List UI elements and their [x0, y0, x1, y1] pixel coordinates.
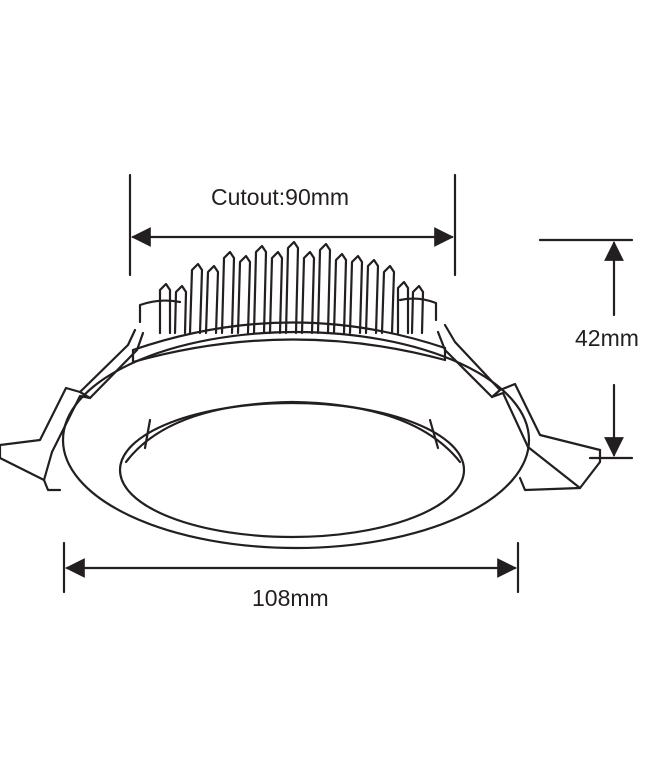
cutout-dimension — [128, 173, 457, 277]
cutout-label: Cutout:90mm — [211, 184, 350, 210]
lens-outer-edge — [118, 401, 466, 539]
diameter-label: 108mm — [252, 585, 329, 611]
lens-shadow-right — [428, 418, 440, 450]
diameter-dimension — [62, 541, 520, 594]
height-dimension — [538, 238, 634, 460]
height-label: 42mm — [575, 325, 639, 351]
trim-ring — [61, 330, 531, 550]
heat-sink-fins — [138, 240, 438, 335]
outer-trim — [61, 330, 531, 550]
housing-collar — [131, 321, 447, 364]
lens-shadow-left — [143, 418, 152, 450]
spring-clip-right — [436, 323, 602, 492]
lens-inner-edge — [124, 400, 462, 464]
